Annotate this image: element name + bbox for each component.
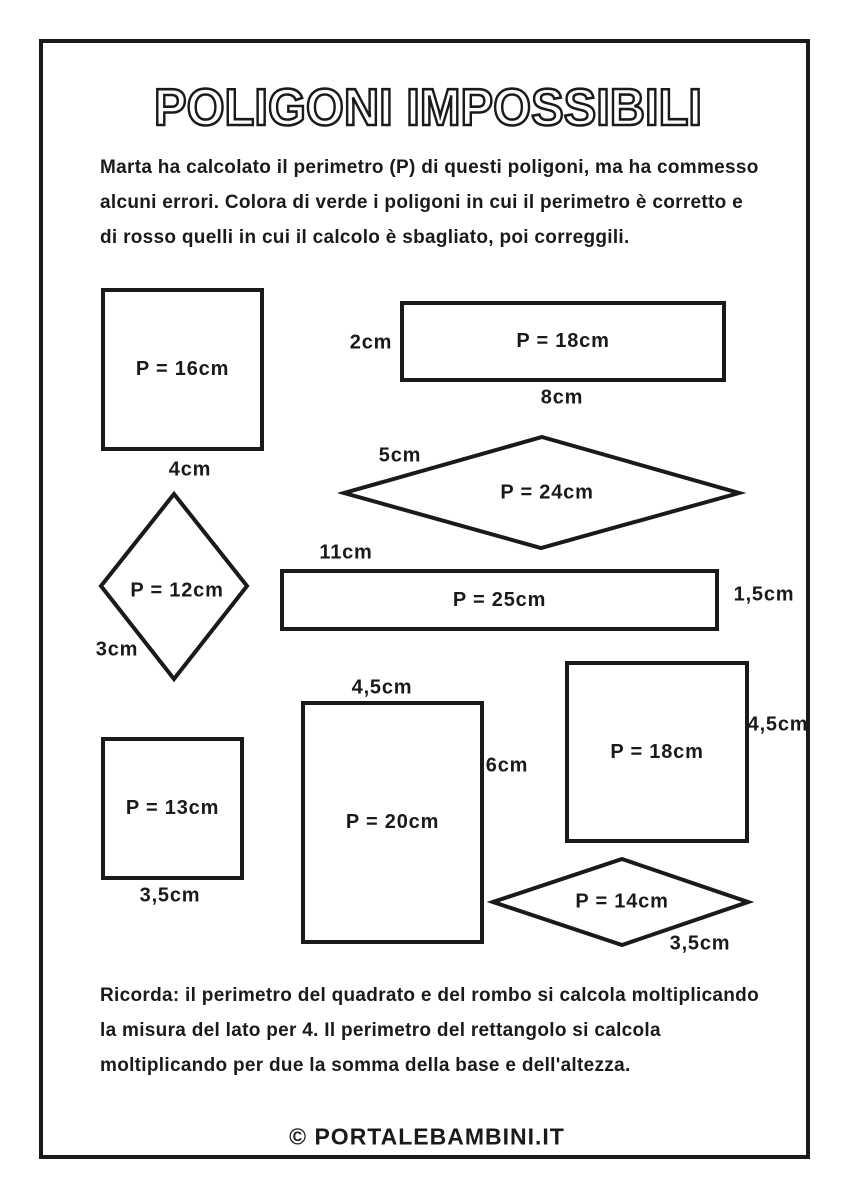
page-border-frame [39,39,810,1159]
footer-copyright: © PORTALEBAMBINI.IT [289,1123,565,1150]
rhombus-p24 [338,434,746,551]
page-title-text: POLIGONI IMPOSSIBILI [154,79,702,136]
perimeter-label: P = 12cm [130,579,224,602]
perimeter-label: P = 16cm [135,358,230,380]
instructions-line: di rosso quelli in cui il calcolo è sbag… [100,227,630,248]
square-p16: P = 16cm [101,288,264,451]
side-label: 5cm [378,444,422,467]
note-line: la misura del lato per 4. Il perimetro d… [100,1020,661,1041]
height-label: 2cm [349,331,393,354]
perimeter-label: P = 14cm [575,890,669,913]
base-label: 4,5cm [351,676,413,699]
note-line: Ricorda: il perimetro del quadrato e del… [100,985,759,1006]
note-line: moltiplicando per due la somma della bas… [100,1055,631,1076]
reminder-note: Ricorda: il perimetro del quadrato e del… [100,978,759,1083]
rectangle-p18: P = 18cm [400,301,726,382]
perimeter-label: P = 18cm [610,740,704,763]
height-label: 6cm [485,754,529,777]
side-label: 4,5cm [747,713,809,736]
side-label: 3cm [95,638,139,661]
instructions-paragraph: Marta ha calcolato il perimetro (P) di q… [100,150,759,255]
rhombus-p12 [98,490,250,683]
square-p18: P = 18cm [565,661,749,843]
rectangle-p20: P = 20cm [301,701,484,944]
base-label: 11cm [319,541,373,564]
perimeter-label: P = 13cm [125,797,220,819]
height-label: 1,5cm [733,583,795,606]
perimeter-label: P = 20cm [345,811,440,833]
perimeter-label: P = 18cm [516,330,610,352]
perimeter-label: P = 25cm [452,588,547,611]
side-label: 4cm [168,458,212,481]
side-label: 3,5cm [669,932,731,955]
square-p13: P = 13cm [101,737,244,880]
instructions-line: alcuni errori. Colora di verde i poligon… [100,192,743,213]
side-label: 3,5cm [139,884,201,907]
rectangle-p25: P = 25cm [280,569,719,631]
base-label: 8cm [540,386,584,409]
page-title: POLIGONI IMPOSSIBILI [153,78,704,136]
instructions-line: Marta ha calcolato il perimetro (P) di q… [100,157,759,178]
perimeter-label: P = 24cm [500,481,594,504]
rhombus-p14 [487,856,754,948]
